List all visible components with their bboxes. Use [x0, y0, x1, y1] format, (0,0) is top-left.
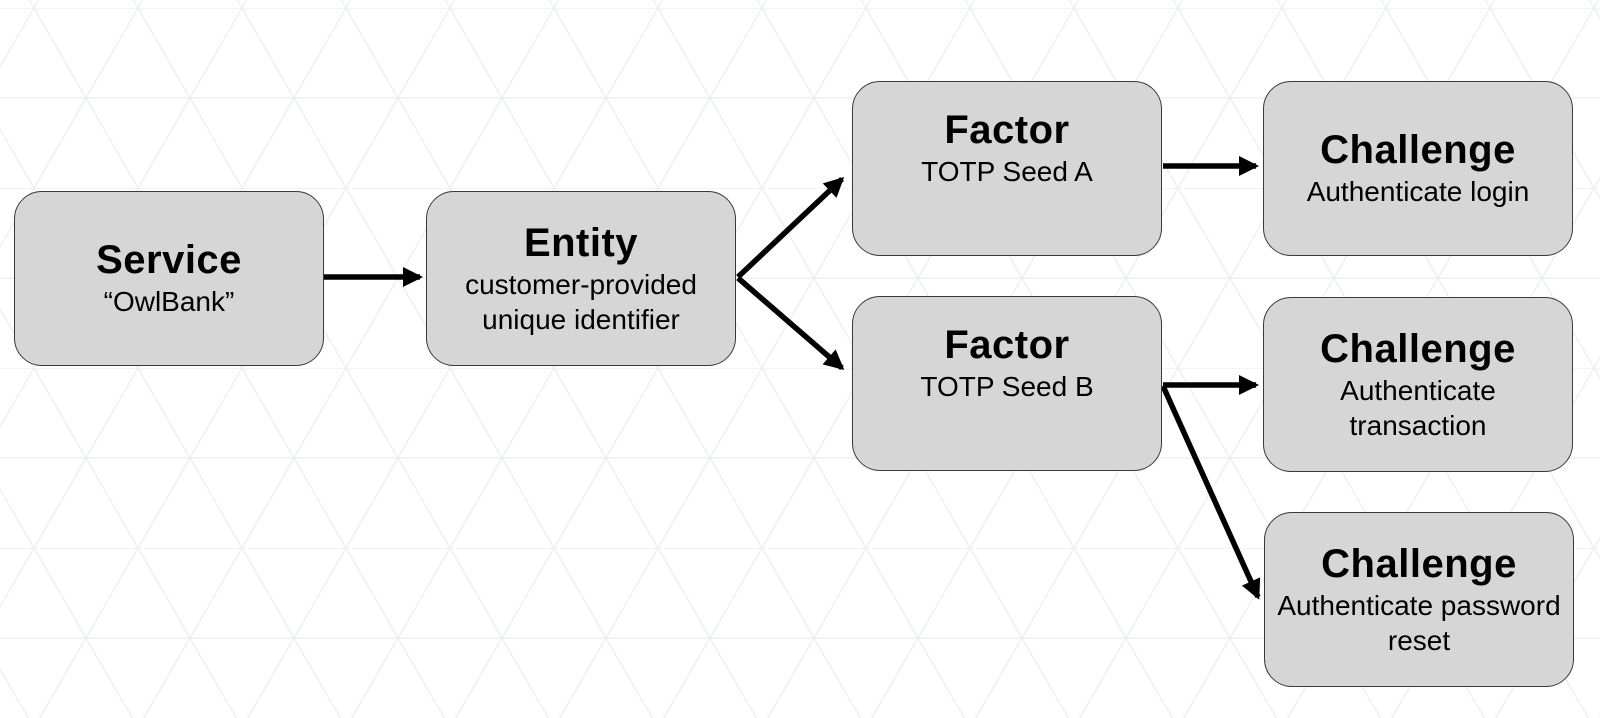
node-title: Factor: [944, 323, 1070, 368]
node-title: Challenge: [1320, 128, 1516, 173]
node-subtitle: Authenticate transaction: [1340, 375, 1496, 441]
node-title: Challenge: [1320, 327, 1516, 372]
node-challenge-password-reset[interactable]: Challenge Authenticate password reset: [1264, 512, 1574, 687]
node-factor-b[interactable]: Factor TOTP Seed B: [852, 296, 1162, 471]
edge-entity-to-factor-a: [736, 176, 845, 280]
node-title: Challenge: [1321, 542, 1517, 587]
node-subtitle: “OwlBank”: [103, 286, 235, 318]
node-title: Service: [96, 238, 242, 283]
edge-entity-to-factor-b: [736, 275, 845, 371]
node-service[interactable]: Service “OwlBank”: [14, 191, 324, 366]
node-subtitle: TOTP Seed A: [921, 156, 1093, 188]
node-challenge-transaction[interactable]: Challenge Authenticate transaction: [1263, 297, 1573, 472]
node-title: Entity: [523, 221, 639, 266]
node-challenge-login[interactable]: Challenge Authenticate login: [1263, 81, 1573, 256]
node-title: Factor: [944, 108, 1070, 153]
node-factor-a[interactable]: Factor TOTP Seed A: [852, 81, 1162, 256]
node-subtitle: customer-provided unique identifier: [465, 269, 697, 335]
node-subtitle: TOTP Seed B: [920, 371, 1094, 403]
node-subtitle: Authenticate password reset: [1277, 590, 1561, 656]
node-subtitle: Authenticate login: [1306, 176, 1530, 208]
node-entity[interactable]: Entity customer-provided unique identifi…: [426, 191, 736, 366]
edge-factor-b-to-challenge-password-reset: [1160, 384, 1261, 600]
